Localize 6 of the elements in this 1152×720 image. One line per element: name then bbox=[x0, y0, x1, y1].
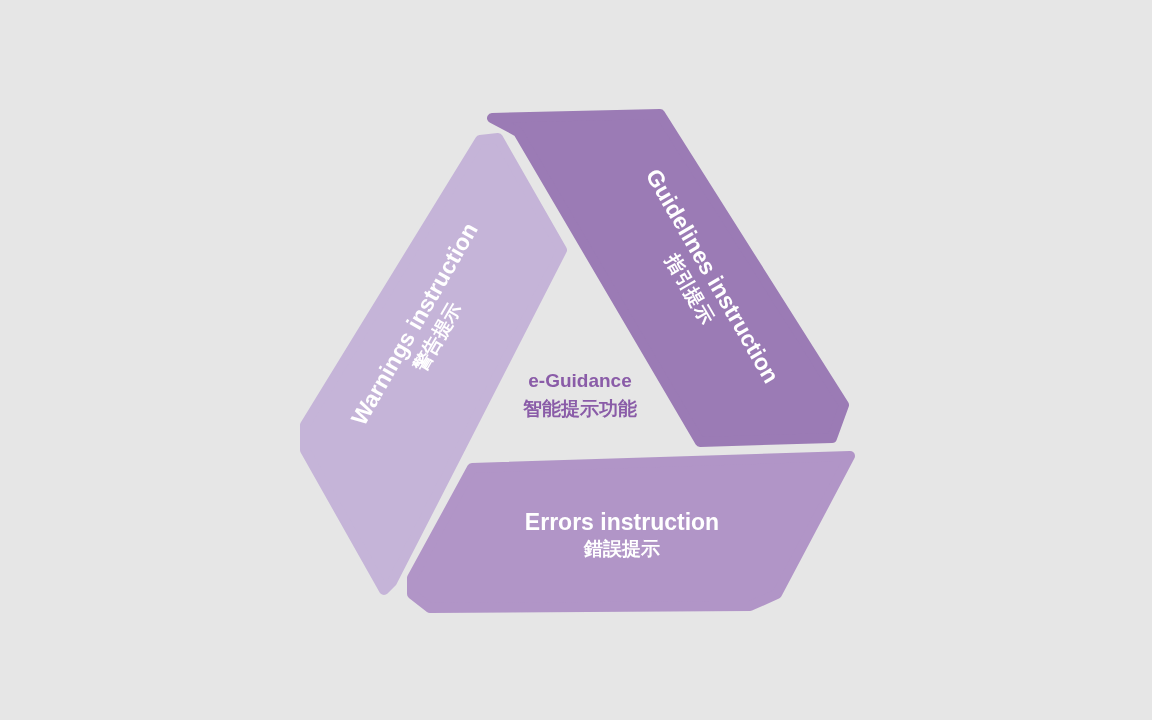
band-segment bbox=[486, 108, 850, 448]
segment-title: Errors instruction bbox=[524, 507, 720, 537]
band-segment bbox=[406, 450, 856, 614]
center-subtitle: 智能提示功能 bbox=[523, 397, 637, 421]
center-title: e-Guidance bbox=[528, 370, 632, 392]
segment-subtitle: 錯誤提示 bbox=[584, 536, 660, 561]
